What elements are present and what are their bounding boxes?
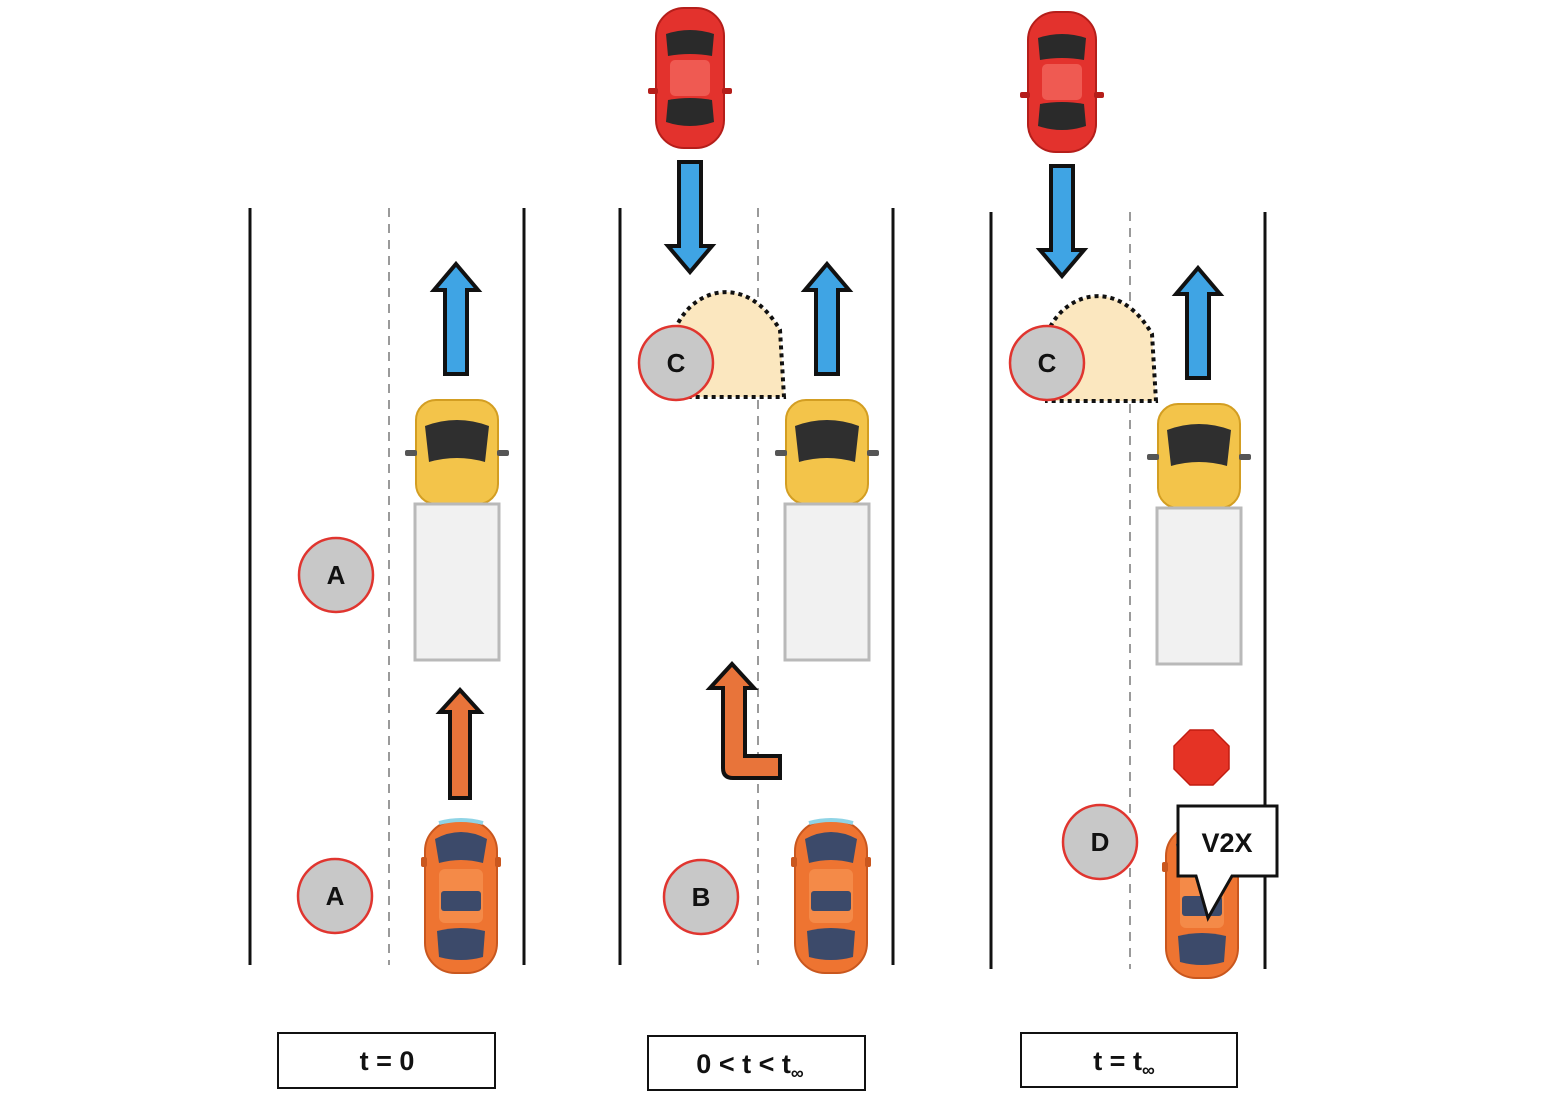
v2x-message-bubble: V2X — [1176, 804, 1279, 922]
down-arrow-icon — [1038, 164, 1086, 278]
svg-text:V2X: V2X — [1201, 828, 1252, 858]
time-caption: t = 0 — [277, 1032, 496, 1089]
badge: A — [296, 857, 374, 935]
svg-text:A: A — [327, 560, 346, 590]
truck — [403, 398, 511, 662]
truck — [773, 398, 881, 662]
badge: C — [1008, 324, 1086, 402]
stop-sign-icon — [1173, 729, 1230, 786]
down-arrow-icon — [666, 160, 714, 274]
badge: A — [297, 536, 375, 614]
truck — [1145, 402, 1253, 666]
svg-text:A: A — [326, 881, 345, 911]
panel-mid: C B 0 < t < t∞ — [618, 7, 895, 1091]
time-caption: 0 < t < t∞ — [647, 1035, 866, 1091]
svg-text:t = 0: t = 0 — [360, 1046, 415, 1076]
up-arrow-icon — [432, 262, 480, 376]
ego-car — [789, 818, 873, 975]
svg-text:C: C — [667, 348, 686, 378]
oncoming-car — [647, 7, 733, 149]
up-arrow-icon — [438, 688, 482, 800]
panel-final: V2X C D t = t∞ — [989, 11, 1279, 1088]
lane-change-arrow-icon — [705, 661, 782, 780]
svg-text:C: C — [1038, 348, 1057, 378]
badge: C — [637, 324, 715, 402]
badge: B — [662, 858, 740, 936]
panel-t0: A A t = 0 — [248, 208, 526, 1089]
svg-text:t = t∞: t = t∞ — [1093, 1046, 1155, 1080]
time-caption: t = t∞ — [1020, 1032, 1238, 1088]
svg-text:0 < t < t∞: 0 < t < t∞ — [696, 1049, 804, 1083]
svg-text:D: D — [1091, 827, 1110, 857]
up-arrow-icon — [803, 262, 851, 376]
ego-car — [419, 818, 503, 975]
svg-text:B: B — [692, 882, 711, 912]
up-arrow-icon — [1174, 266, 1222, 380]
oncoming-car — [1019, 11, 1105, 153]
badge: D — [1061, 803, 1139, 881]
